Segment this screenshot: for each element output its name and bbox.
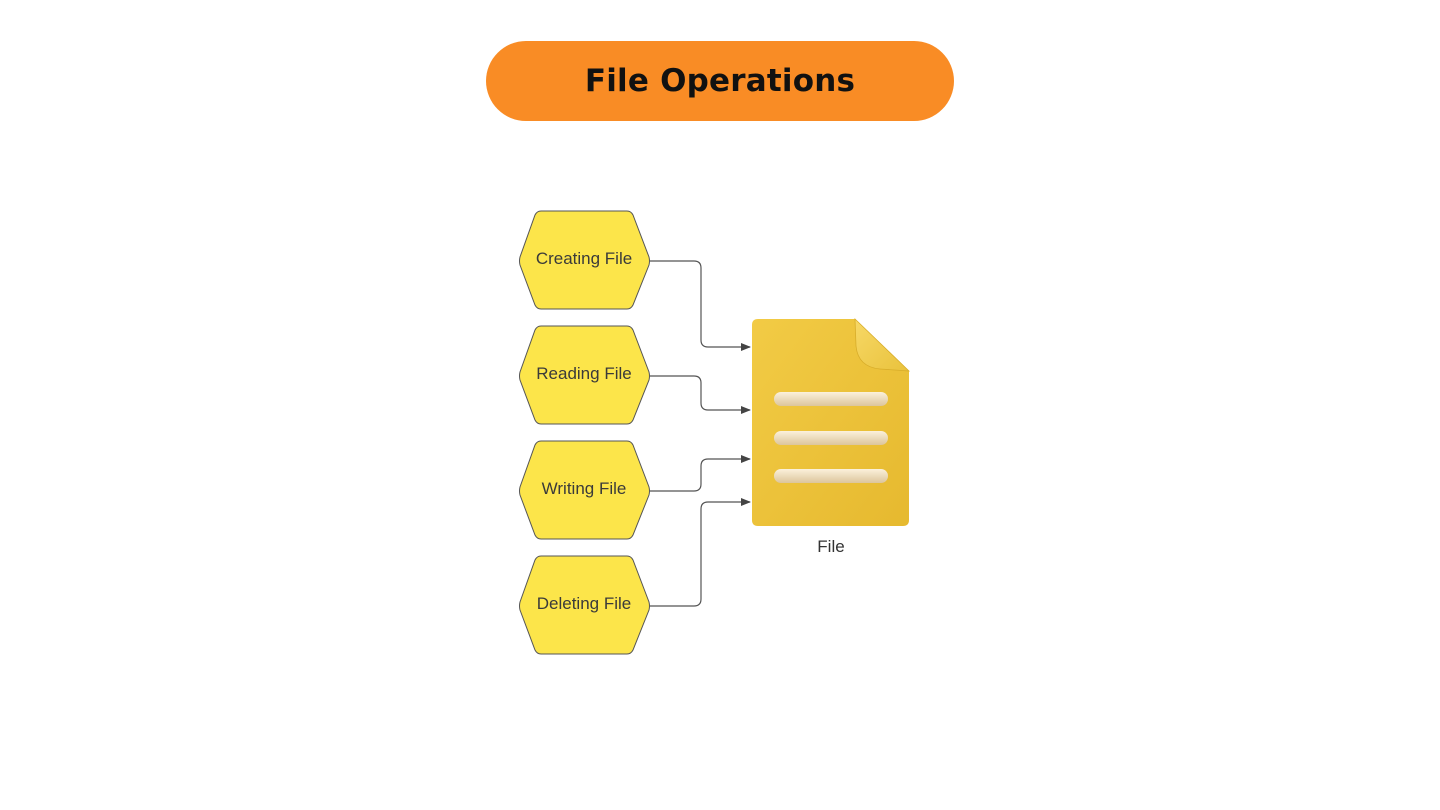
operation-node: Deleting File [519, 555, 650, 655]
operation-label: Creating File [536, 249, 632, 268]
document-icon [752, 318, 911, 526]
file-caption: File [817, 537, 844, 556]
operation-label: Reading File [536, 364, 631, 383]
connector-reading [650, 375, 751, 414]
operation-node: Reading File [519, 325, 650, 425]
document-line [774, 431, 888, 445]
operation-node: Creating File [519, 210, 650, 310]
connector-deleting [650, 498, 751, 607]
hexagon-shape [519, 325, 650, 425]
hexagon-shape [519, 210, 650, 310]
connector-writing [650, 455, 751, 492]
operation-node: Writing File [519, 440, 650, 540]
document-fold [854, 318, 911, 372]
document-line [774, 392, 888, 406]
hexagon-shape [519, 555, 650, 655]
operation-label: Writing File [542, 479, 627, 498]
hexagon-shape [519, 440, 650, 540]
page-title: File Operations [584, 63, 856, 99]
connectors [650, 260, 751, 607]
document-line [774, 469, 888, 483]
operation-label: Deleting File [537, 594, 632, 613]
title-banner: File Operations [486, 41, 954, 121]
connector-creating [650, 260, 751, 351]
